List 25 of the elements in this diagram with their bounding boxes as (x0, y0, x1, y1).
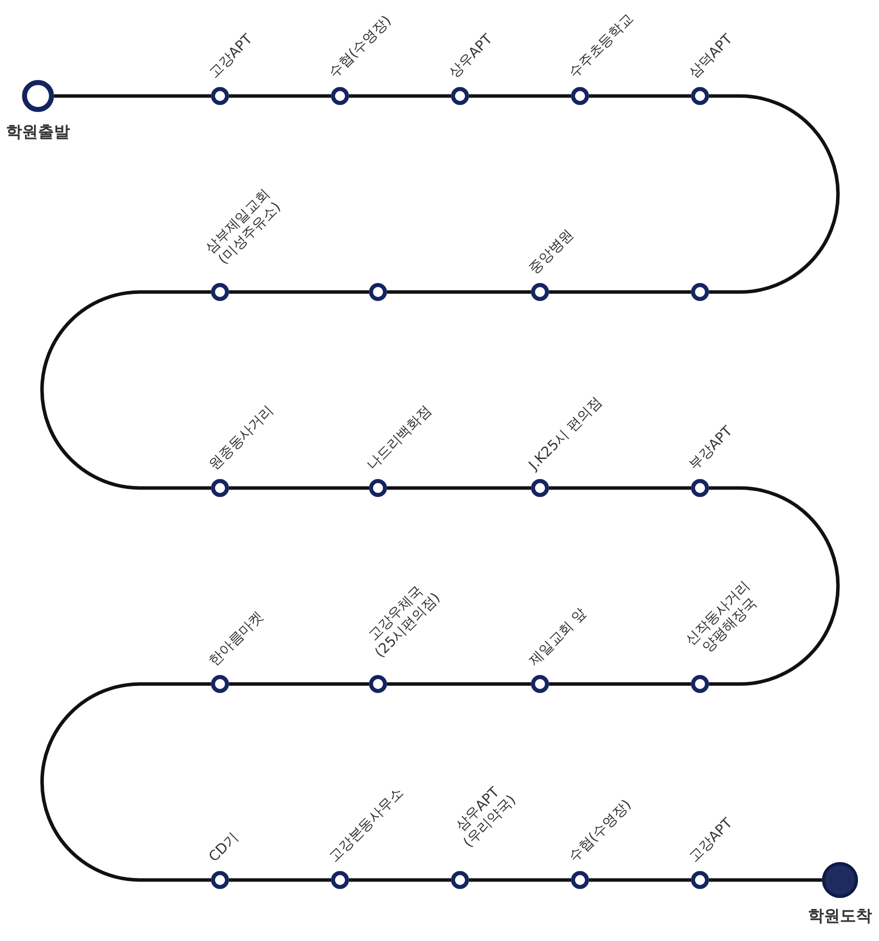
route-line (709, 94, 840, 294)
route-line (349, 94, 451, 98)
route-line (40, 682, 211, 882)
route-line (40, 290, 211, 490)
route-line (54, 94, 211, 98)
route-line (349, 878, 451, 882)
route-line (229, 682, 369, 686)
route-line (589, 94, 691, 98)
route-line (709, 878, 822, 882)
end-label: 학원도착 (807, 906, 873, 927)
start-label: 학원출발 (5, 122, 71, 143)
route-line (589, 878, 691, 882)
route-line (549, 682, 691, 686)
route-line (549, 290, 691, 294)
route-line (229, 486, 369, 490)
route-line (549, 486, 691, 490)
route-line (387, 486, 531, 490)
route-line (469, 94, 571, 98)
route-line (387, 682, 531, 686)
route-line (469, 878, 571, 882)
route-line (229, 290, 369, 294)
route-line (229, 94, 331, 98)
route-line (709, 486, 840, 686)
route-line (229, 878, 331, 882)
route-line (387, 290, 531, 294)
